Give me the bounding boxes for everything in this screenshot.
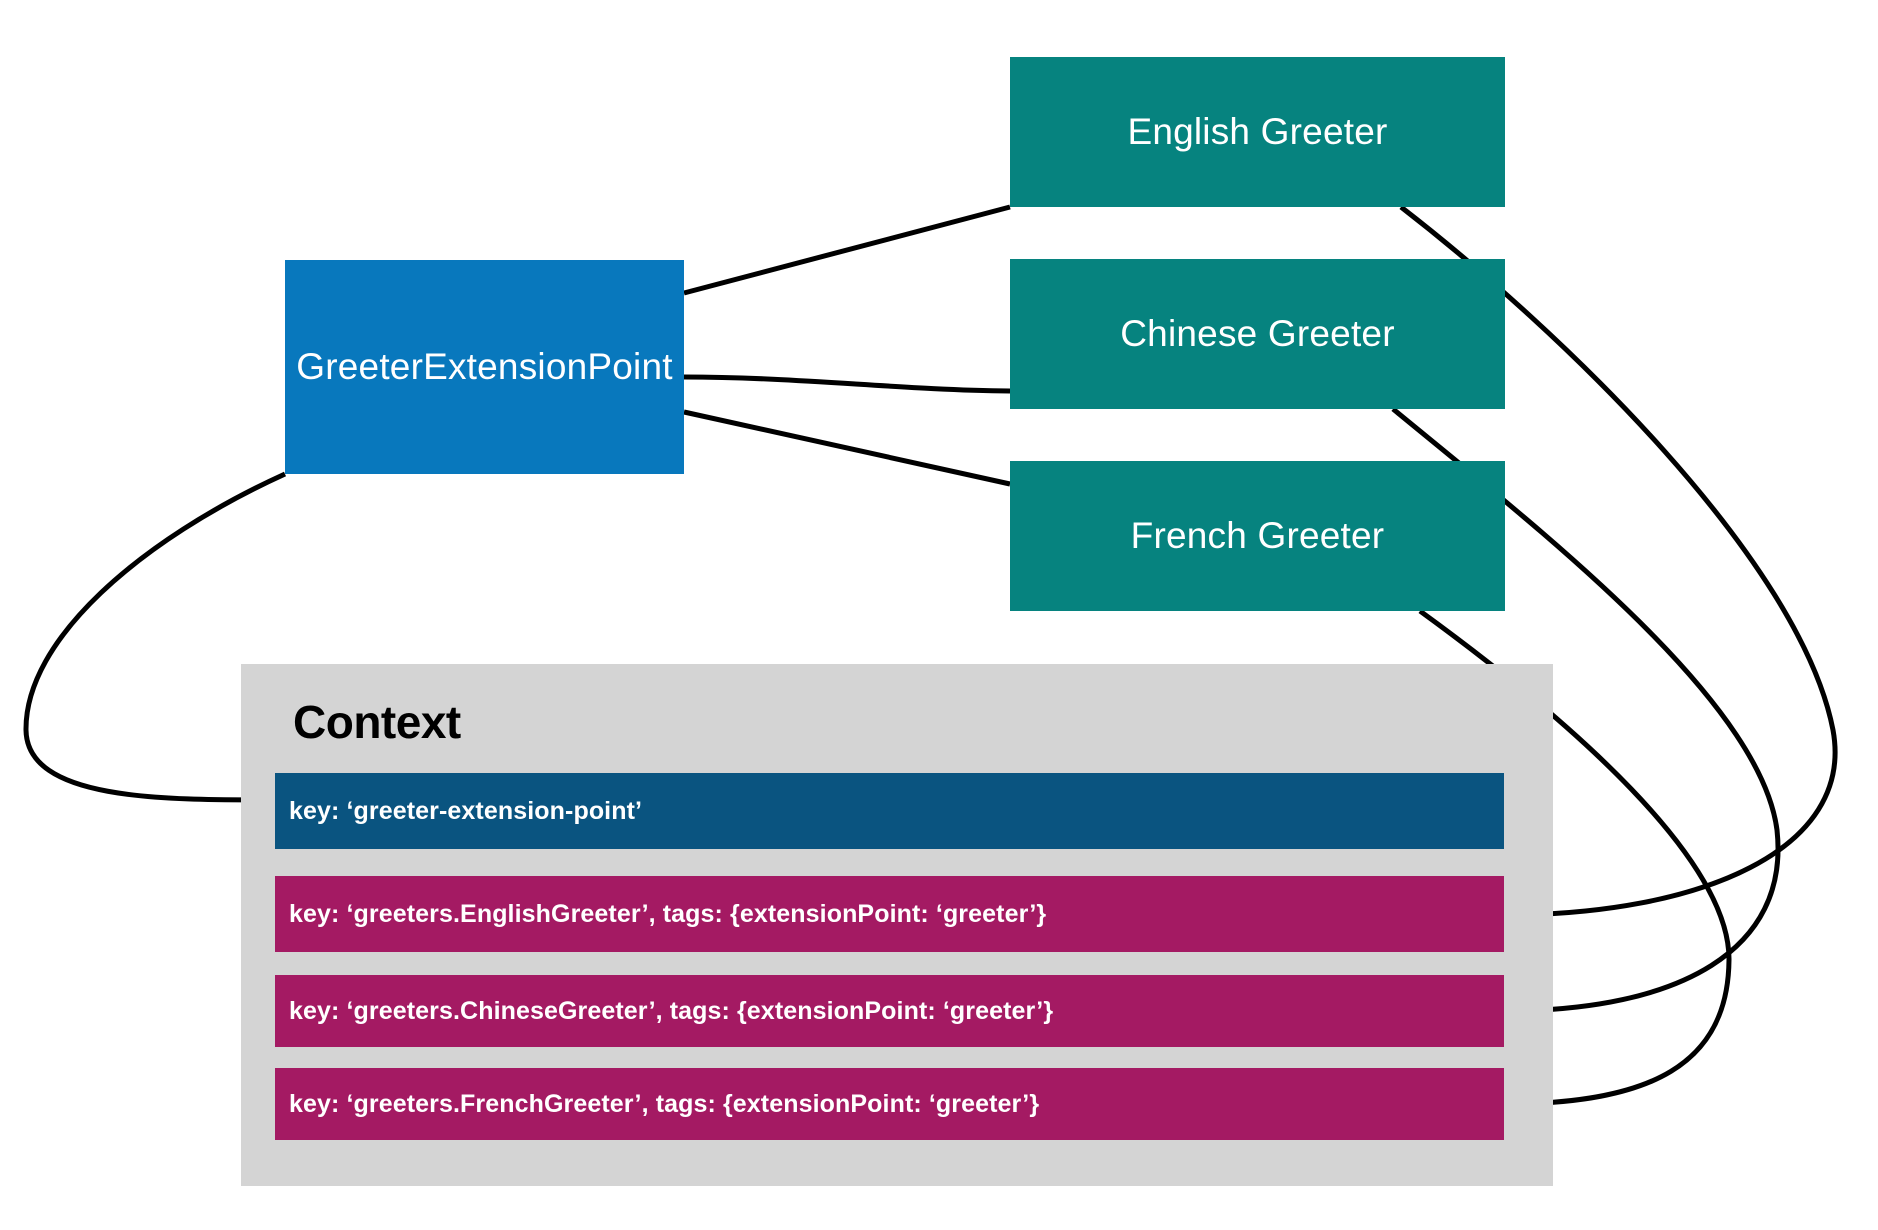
node-greeter-extension-point-label: GreeterExtensionPoint <box>296 346 673 387</box>
context-title: Context <box>293 696 461 748</box>
node-chinese-greeter[interactable]: Chinese Greeter <box>1010 259 1505 409</box>
edge-extensionpoint-to-french <box>683 409 1011 487</box>
node-greeter-extension-point[interactable]: GreeterExtensionPoint <box>285 260 684 474</box>
node-french-greeter[interactable]: French Greeter <box>1010 461 1505 611</box>
edge-extensionpoint-to-english <box>683 204 1011 296</box>
context-entry-french-greeter-label: key: ‘greeters.FrenchGreeter’, tags: {ex… <box>289 1089 1040 1118</box>
context-entry-french-greeter[interactable]: key: ‘greeters.FrenchGreeter’, tags: {ex… <box>275 1068 1504 1140</box>
context-entry-chinese-greeter[interactable]: key: ‘greeters.ChineseGreeter’, tags: {e… <box>275 975 1504 1047</box>
context-entry-extension-point-label: key: ‘greeter-extension-point’ <box>289 796 643 825</box>
context-entry-extension-point[interactable]: key: ‘greeter-extension-point’ <box>275 773 1504 849</box>
node-english-greeter[interactable]: English Greeter <box>1010 57 1505 207</box>
context-entry-english-greeter[interactable]: key: ‘greeters.EnglishGreeter’, tags: {e… <box>275 876 1504 952</box>
context-entry-english-greeter-label: key: ‘greeters.EnglishGreeter’, tags: {e… <box>289 899 1047 928</box>
node-french-greeter-label: French Greeter <box>1130 515 1385 556</box>
context-entry-chinese-greeter-label: key: ‘greeters.ChineseGreeter’, tags: {e… <box>289 996 1054 1025</box>
node-chinese-greeter-label: Chinese Greeter <box>1120 313 1395 354</box>
edge-extensionpoint-to-chinese <box>683 374 1011 394</box>
node-english-greeter-label: English Greeter <box>1127 111 1388 152</box>
